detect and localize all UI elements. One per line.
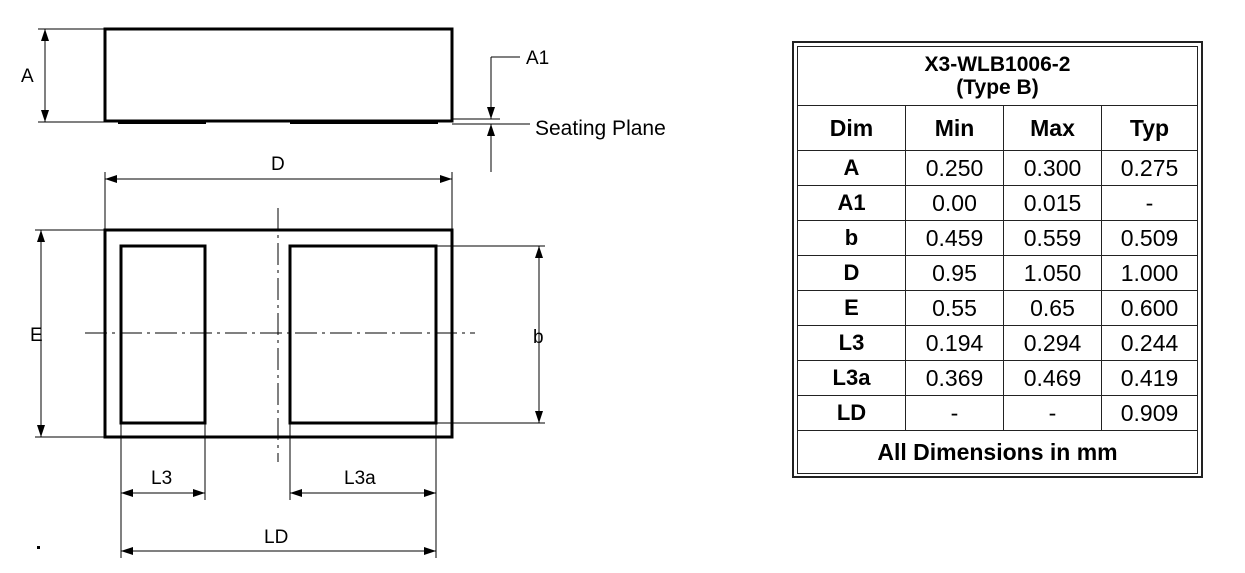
- table-title: X3-WLB1006-2 (Type B): [797, 46, 1198, 106]
- row-min: 0.194: [905, 325, 1004, 361]
- dimension-table-frame: X3-WLB1006-2 (Type B) Dim Min Max Typ A …: [792, 41, 1203, 478]
- row-typ: 0.600: [1101, 290, 1198, 326]
- row-min: -: [905, 395, 1004, 431]
- dim-label-d: D: [271, 154, 285, 175]
- row-max: 0.469: [1003, 360, 1102, 396]
- row-dim: L3: [797, 325, 906, 361]
- bottom-view: D E b L3 L3a LD: [30, 154, 545, 558]
- table-row: b 0.459 0.559 0.509: [797, 220, 1198, 256]
- row-typ: 1.000: [1101, 255, 1198, 291]
- row-max: 0.300: [1003, 150, 1102, 186]
- row-dim: D: [797, 255, 906, 291]
- dim-label-ld: LD: [264, 527, 288, 548]
- row-typ: -: [1101, 185, 1198, 221]
- row-max: 0.65: [1003, 290, 1102, 326]
- row-dim: A: [797, 150, 906, 186]
- table-row: L3 0.194 0.294 0.244: [797, 325, 1198, 361]
- row-min: 0.250: [905, 150, 1004, 186]
- package-outline-drawing: A Seating Plane A1 D E b: [21, 27, 666, 558]
- row-min: 0.95: [905, 255, 1004, 291]
- row-typ: 0.419: [1101, 360, 1198, 396]
- row-typ: 0.909: [1101, 395, 1198, 431]
- dim-label-l3a: L3a: [344, 468, 376, 489]
- table-row: L3a 0.369 0.469 0.419: [797, 360, 1198, 396]
- row-dim: LD: [797, 395, 906, 431]
- row-max: 0.559: [1003, 220, 1102, 256]
- side-view: A Seating Plane A1: [21, 27, 666, 172]
- pad-l3a: [288, 244, 438, 425]
- row-min: 0.369: [905, 360, 1004, 396]
- side-view-pad-left: [118, 120, 206, 124]
- header-dim: Dim: [797, 105, 906, 151]
- stray-dot: [37, 546, 40, 549]
- row-typ: 0.244: [1101, 325, 1198, 361]
- row-min: 0.55: [905, 290, 1004, 326]
- side-view-pad-right: [290, 120, 438, 124]
- side-view-body: [103, 27, 454, 123]
- row-min: 0.00: [905, 185, 1004, 221]
- row-max: 0.294: [1003, 325, 1102, 361]
- dim-label-l3: L3: [151, 468, 172, 489]
- table-footer: All Dimensions in mm: [797, 430, 1198, 474]
- row-max: 0.015: [1003, 185, 1102, 221]
- dim-label-a1: A1: [526, 48, 549, 69]
- table-row: A 0.250 0.300 0.275: [797, 150, 1198, 186]
- table-row: LD - - 0.909: [797, 395, 1198, 431]
- row-dim: L3a: [797, 360, 906, 396]
- table-row: D 0.95 1.050 1.000: [797, 255, 1198, 291]
- table-title-row: X3-WLB1006-2 (Type B): [797, 46, 1198, 106]
- table-row: E 0.55 0.65 0.600: [797, 290, 1198, 326]
- row-typ: 0.275: [1101, 150, 1198, 186]
- header-min: Min: [905, 105, 1004, 151]
- row-dim: b: [797, 220, 906, 256]
- dim-label-a: A: [21, 66, 34, 87]
- row-dim: A1: [797, 185, 906, 221]
- row-min: 0.459: [905, 220, 1004, 256]
- dimension-table: X3-WLB1006-2 (Type B) Dim Min Max Typ A …: [797, 46, 1198, 474]
- dim-label-b: b: [533, 327, 544, 348]
- table-title-line1: X3-WLB1006-2: [924, 52, 1071, 76]
- table-footer-row: All Dimensions in mm: [797, 430, 1198, 474]
- row-max: 1.050: [1003, 255, 1102, 291]
- seating-plane-label: Seating Plane: [535, 117, 666, 140]
- row-dim: E: [797, 290, 906, 326]
- header-typ: Typ: [1101, 105, 1198, 151]
- pad-l3: [119, 244, 207, 425]
- row-max: -: [1003, 395, 1102, 431]
- table-row: A1 0.00 0.015 -: [797, 185, 1198, 221]
- table-header-row: Dim Min Max Typ: [797, 105, 1198, 151]
- header-max: Max: [1003, 105, 1102, 151]
- row-typ: 0.509: [1101, 220, 1198, 256]
- table-title-line2: (Type B): [956, 76, 1039, 99]
- dim-label-e: E: [30, 325, 43, 346]
